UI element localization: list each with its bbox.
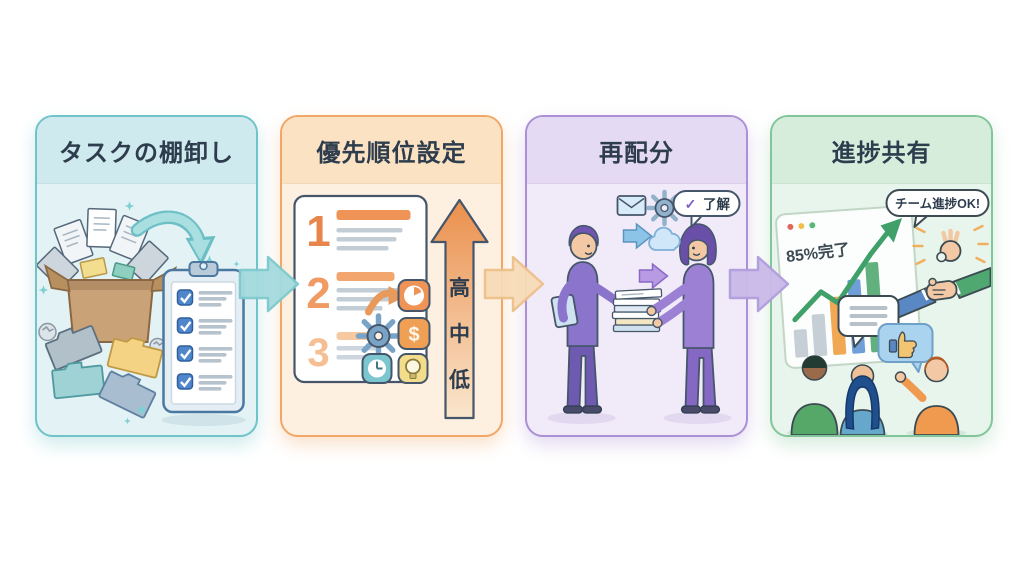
clock-icon [397, 279, 431, 312]
connector-arrow-1 [238, 255, 300, 313]
panel-illustration: 85%完了 [772, 184, 991, 435]
progress-sharing-illustration: 85%完了 [775, 189, 991, 435]
panel-title: 再配分 [599, 139, 674, 167]
shadow [547, 412, 616, 424]
envelope-icon [616, 195, 647, 216]
arrow-right-icon [622, 222, 653, 250]
check-icon: ✓ [685, 196, 697, 212]
arrow-right-icon [638, 262, 669, 290]
audience-member-orange [894, 356, 960, 435]
redistribution-illustration: ✓ 了解 [547, 189, 741, 424]
gear-icon [646, 189, 683, 227]
curved-arrow-icon [130, 210, 216, 266]
rank-number-2: 2 [306, 269, 330, 318]
speech-bubble-label: チーム進捗OK! [895, 196, 980, 211]
shadow [161, 414, 246, 426]
panel-title: 優先順位設定 [316, 139, 467, 167]
gear-icon [355, 313, 402, 359]
speech-bubble-acknowledge: ✓ 了解 [672, 190, 741, 228]
panel-illustration [37, 184, 256, 435]
person-receiving [646, 223, 721, 414]
step-panel-progress-sharing: 進捗共有 85%完了 [770, 115, 993, 437]
rank-number-3: 3 [307, 331, 329, 375]
lightbulb-icon [397, 353, 429, 384]
panel-illustration: 1 2 3 [282, 184, 501, 435]
clipboard-checklist-icon [162, 261, 245, 414]
panel-illustration: ✓ 了解 [527, 184, 746, 435]
person-giving [550, 224, 627, 414]
connector-arrow-3 [728, 255, 790, 313]
panel-header: 再配分 [527, 117, 746, 184]
priority-label-mid: 中 [449, 323, 470, 346]
cloud-icon [648, 226, 681, 251]
checkbox-icon [176, 289, 194, 390]
prioritization-illustration: 1 2 3 [293, 194, 489, 420]
priority-label-high: 高 [449, 276, 470, 300]
priority-label-low: 低 [448, 368, 470, 392]
task-inventory-illustration [37, 201, 246, 426]
step-panel-prioritization: 優先順位設定 1 2 3 [280, 115, 503, 437]
shadow [663, 412, 732, 424]
panel-header: 進捗共有 [772, 117, 991, 184]
speech-bubble-thumbs-up [877, 323, 934, 373]
ok-hand-icon [912, 224, 989, 266]
svg-text:$: $ [408, 324, 419, 346]
panel-header: 優先順位設定 [282, 117, 501, 184]
step-panel-redistribution: 再配分 [525, 115, 748, 437]
checklist-text-lines [198, 291, 233, 391]
connector-arrow-2 [483, 255, 545, 313]
thumbs-up-icon [888, 331, 917, 359]
step-panel-task-inventory: タスクの棚卸し [35, 115, 258, 437]
panel-title: 進捗共有 [831, 139, 932, 167]
audience-member-green [790, 355, 839, 435]
dollar-icon: $ [397, 317, 431, 350]
panel-title: タスクの棚卸し [59, 139, 234, 167]
clock-icon [361, 353, 393, 384]
rank-number-1: 1 [306, 207, 330, 256]
speech-bubble-label: 了解 [703, 196, 731, 212]
traffic-light-dots [787, 222, 816, 230]
panel-header: タスクの棚卸し [37, 117, 256, 184]
speech-bubble-team-ok: チーム進捗OK! [885, 189, 990, 228]
priority-arrow: 高 中 低 [430, 198, 489, 420]
audience-member-blue [839, 364, 886, 435]
